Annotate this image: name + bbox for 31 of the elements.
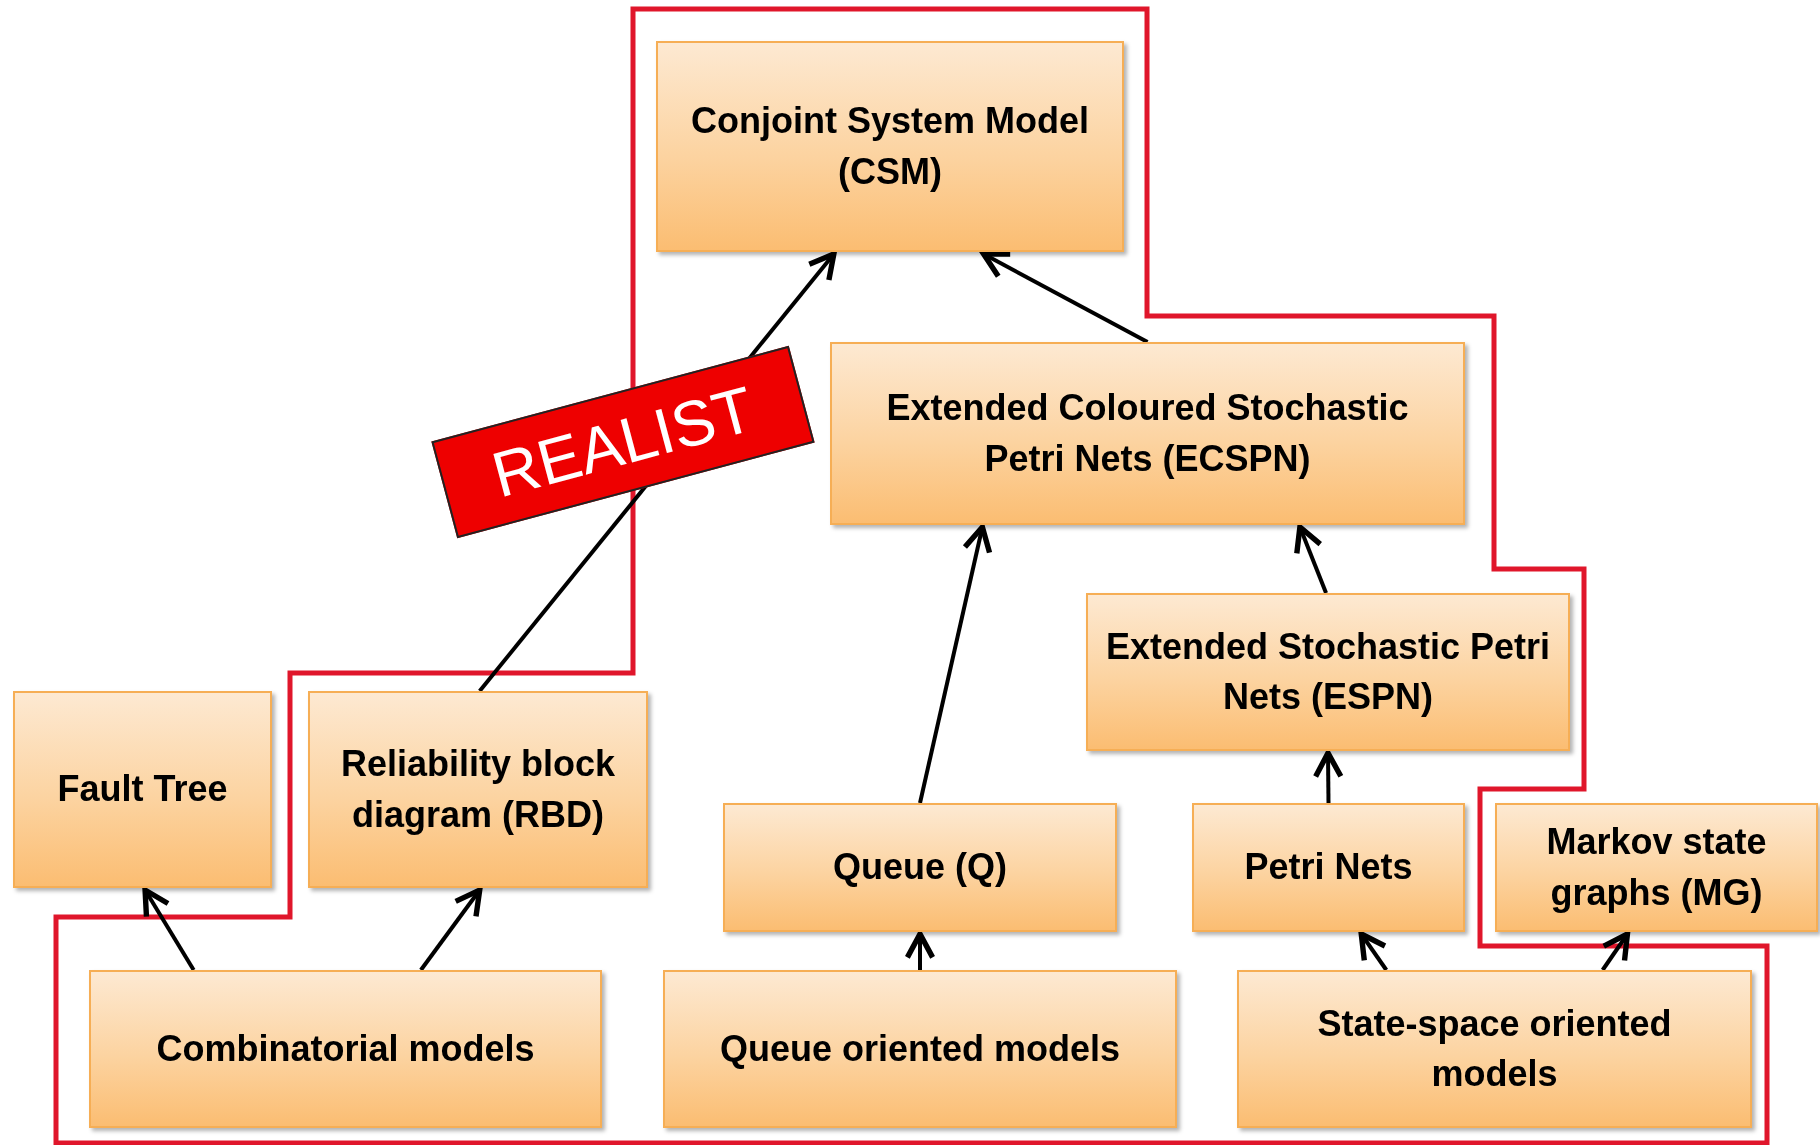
arrow [1358, 931, 1388, 972]
model-box [1086, 593, 1570, 751]
box-label: Reliability block diagram (RBD) [339, 742, 617, 837]
model-box [89, 970, 602, 1128]
box-label: Petri Nets [1244, 845, 1413, 890]
arrow [1312, 750, 1344, 804]
model-box [1237, 970, 1752, 1128]
model-box [13, 691, 272, 888]
arrow [142, 887, 196, 972]
arrow [918, 524, 993, 804]
box-label: Queue oriented models [719, 1026, 1121, 1071]
box-label: Queue (Q) [833, 845, 1007, 890]
arrow [1294, 524, 1328, 594]
model-box [663, 970, 1177, 1128]
arrow [980, 251, 1149, 344]
box-label: Extended Coloured Stochastic Petri Nets (ECSPN) [885, 386, 1410, 481]
model-box [723, 803, 1117, 932]
model-box [830, 342, 1465, 525]
box-label: Markov state graphs (MG) [1545, 820, 1768, 915]
arrow [419, 887, 483, 972]
model-box [1495, 803, 1818, 932]
box-label: Fault Tree [57, 767, 228, 812]
model-box [1192, 803, 1465, 932]
arrow [904, 931, 936, 970]
box-label: Extended Stochastic Petri Nets (ESPN) [1104, 624, 1552, 719]
model-box [308, 691, 648, 888]
box-label: State-space oriented models [1316, 1001, 1673, 1096]
model-box [656, 41, 1124, 252]
box-label: Conjoint System Model (CSM) [690, 99, 1090, 194]
arrow [1601, 931, 1631, 972]
box-label: Combinatorial models [156, 1026, 535, 1071]
